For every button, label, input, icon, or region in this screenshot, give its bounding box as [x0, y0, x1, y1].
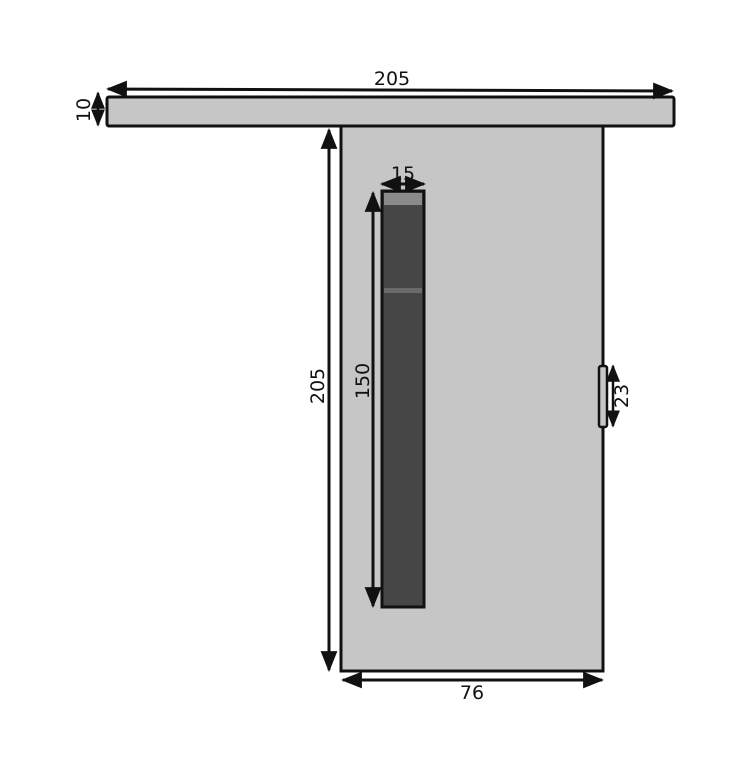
rail-length-label: 205: [374, 68, 410, 90]
handle-height-label: 23: [611, 384, 633, 408]
glass-band: [384, 288, 422, 293]
top-rail: [105, 95, 676, 128]
handle: [597, 364, 609, 429]
dimension-door-height: 205: [307, 127, 338, 673]
door-width-label: 76: [460, 682, 484, 704]
rail-height-label: 10: [73, 98, 95, 122]
glass-insert: [380, 189, 426, 609]
dimension-glass-height: 150: [352, 190, 382, 609]
door-height-label: 205: [307, 368, 329, 404]
glass-top-highlight: [384, 193, 422, 205]
glass-width-label: 15: [391, 163, 415, 185]
dimension-rail-height: 10: [73, 91, 105, 127]
dimension-door-width: 76: [340, 671, 605, 704]
dimension-glass-width: 15: [379, 163, 427, 193]
glass-height-label: 150: [352, 363, 374, 399]
door-panel: [339, 122, 605, 673]
dimension-rail-length: 205: [105, 68, 675, 100]
dimension-handle-height: 23: [606, 364, 633, 428]
